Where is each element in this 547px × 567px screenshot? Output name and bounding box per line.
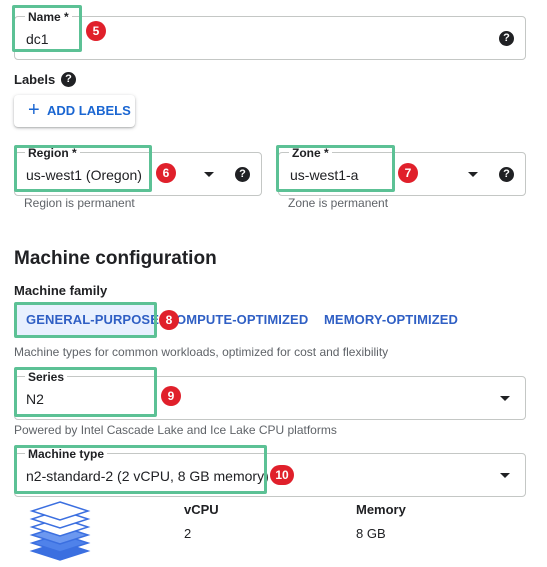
step-badge-9: 9: [161, 386, 181, 406]
plus-icon: +: [28, 99, 40, 121]
machine-type-select[interactable]: Machine type n2-standard-2 (2 vCPU, 8 GB…: [14, 447, 526, 497]
add-labels-button[interactable]: + ADD LABELS: [14, 95, 135, 127]
name-field-label: Name *: [25, 10, 72, 24]
help-circle-icon[interactable]: ?: [61, 72, 76, 87]
machine-type-value: n2-standard-2 (2 vCPU, 8 GB memory): [26, 468, 269, 484]
machine-family-description: Machine types for common workloads, opti…: [14, 345, 389, 359]
memory-label: Memory: [356, 502, 406, 517]
machine-type-label: Machine type: [25, 447, 108, 461]
zone-select-value: us-west1-a: [290, 167, 359, 183]
zone-helper-text: Zone is permanent: [288, 196, 389, 210]
step-badge-10: 10: [270, 465, 294, 485]
region-select[interactable]: Region * us-west1 (Oregon) ?: [14, 146, 262, 196]
add-labels-label: ADD LABELS: [47, 103, 131, 118]
series-select-label: Series: [25, 370, 68, 384]
series-helper-text: Powered by Intel Cascade Lake and Ice La…: [14, 423, 337, 437]
region-select-label: Region *: [25, 146, 80, 160]
machine-family-label: Machine family: [14, 283, 108, 298]
step-badge-5: 5: [86, 21, 106, 41]
vcpu-label: vCPU: [184, 502, 219, 517]
help-circle-icon[interactable]: ?: [499, 167, 514, 182]
arrow-drop-down-icon: [204, 172, 214, 177]
vcpu-value: 2: [184, 526, 192, 541]
tab-general-purpose-bg: [16, 304, 155, 336]
arrow-drop-down-icon: [500, 473, 510, 478]
tab-general-purpose[interactable]: GENERAL-PURPOSE: [26, 312, 159, 327]
help-circle-icon[interactable]: ?: [235, 167, 250, 182]
series-select[interactable]: Series N2: [14, 370, 526, 420]
region-select-value: us-west1 (Oregon): [26, 167, 142, 183]
step-badge-6: 6: [156, 163, 176, 183]
zone-select-label: Zone *: [289, 146, 332, 160]
memory-value: 8 GB: [356, 526, 386, 541]
series-select-value: N2: [26, 391, 44, 407]
layers-stack-icon: [29, 501, 91, 561]
step-badge-7: 7: [398, 163, 418, 183]
tab-compute-optimized[interactable]: OMPUTE-OPTIMIZED: [176, 312, 309, 327]
tab-memory-optimized[interactable]: MEMORY-OPTIMIZED: [324, 312, 459, 327]
labels-title: Labels: [14, 72, 56, 87]
arrow-drop-down-icon: [500, 396, 510, 401]
help-circle-icon[interactable]: ?: [499, 31, 514, 46]
arrow-drop-down-icon: [468, 172, 478, 177]
machine-config-title: Machine configuration: [14, 248, 217, 269]
region-helper-text: Region is permanent: [24, 196, 135, 210]
name-field-value: dc1: [26, 31, 49, 47]
step-badge-8: 8: [159, 310, 179, 330]
